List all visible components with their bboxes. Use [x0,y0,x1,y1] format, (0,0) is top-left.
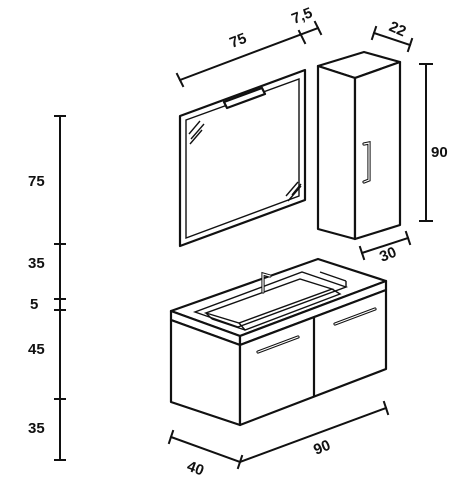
column-cabinet [316,50,402,241]
height-base-cabinet-label: 45 [28,341,45,358]
base-cabinet [169,257,388,427]
mirror-width-dimension [175,20,323,88]
base-depth-label: 40 [185,458,206,479]
mirror-width-label: 75 [227,30,249,52]
base-width-dimension [238,400,390,464]
column-height-label: 90 [431,144,448,161]
base-width-label: 90 [311,437,333,459]
height-sink-top-label: 5 [30,296,38,313]
column-depth-bottom-label: 30 [377,244,399,266]
height-mirror-label: 75 [28,173,45,190]
column-depth-bottom-dimension [358,230,412,261]
mirror-gap-label: 7,5 [289,4,315,27]
mirror [178,68,307,248]
height-gap-label: 35 [28,255,45,272]
column-depth-top-dimension [370,25,414,53]
height-dimension-scale [54,115,66,461]
column-depth-top-label: 22 [386,18,408,40]
height-floor-label: 35 [28,420,45,437]
column-height-dimension [419,63,433,222]
